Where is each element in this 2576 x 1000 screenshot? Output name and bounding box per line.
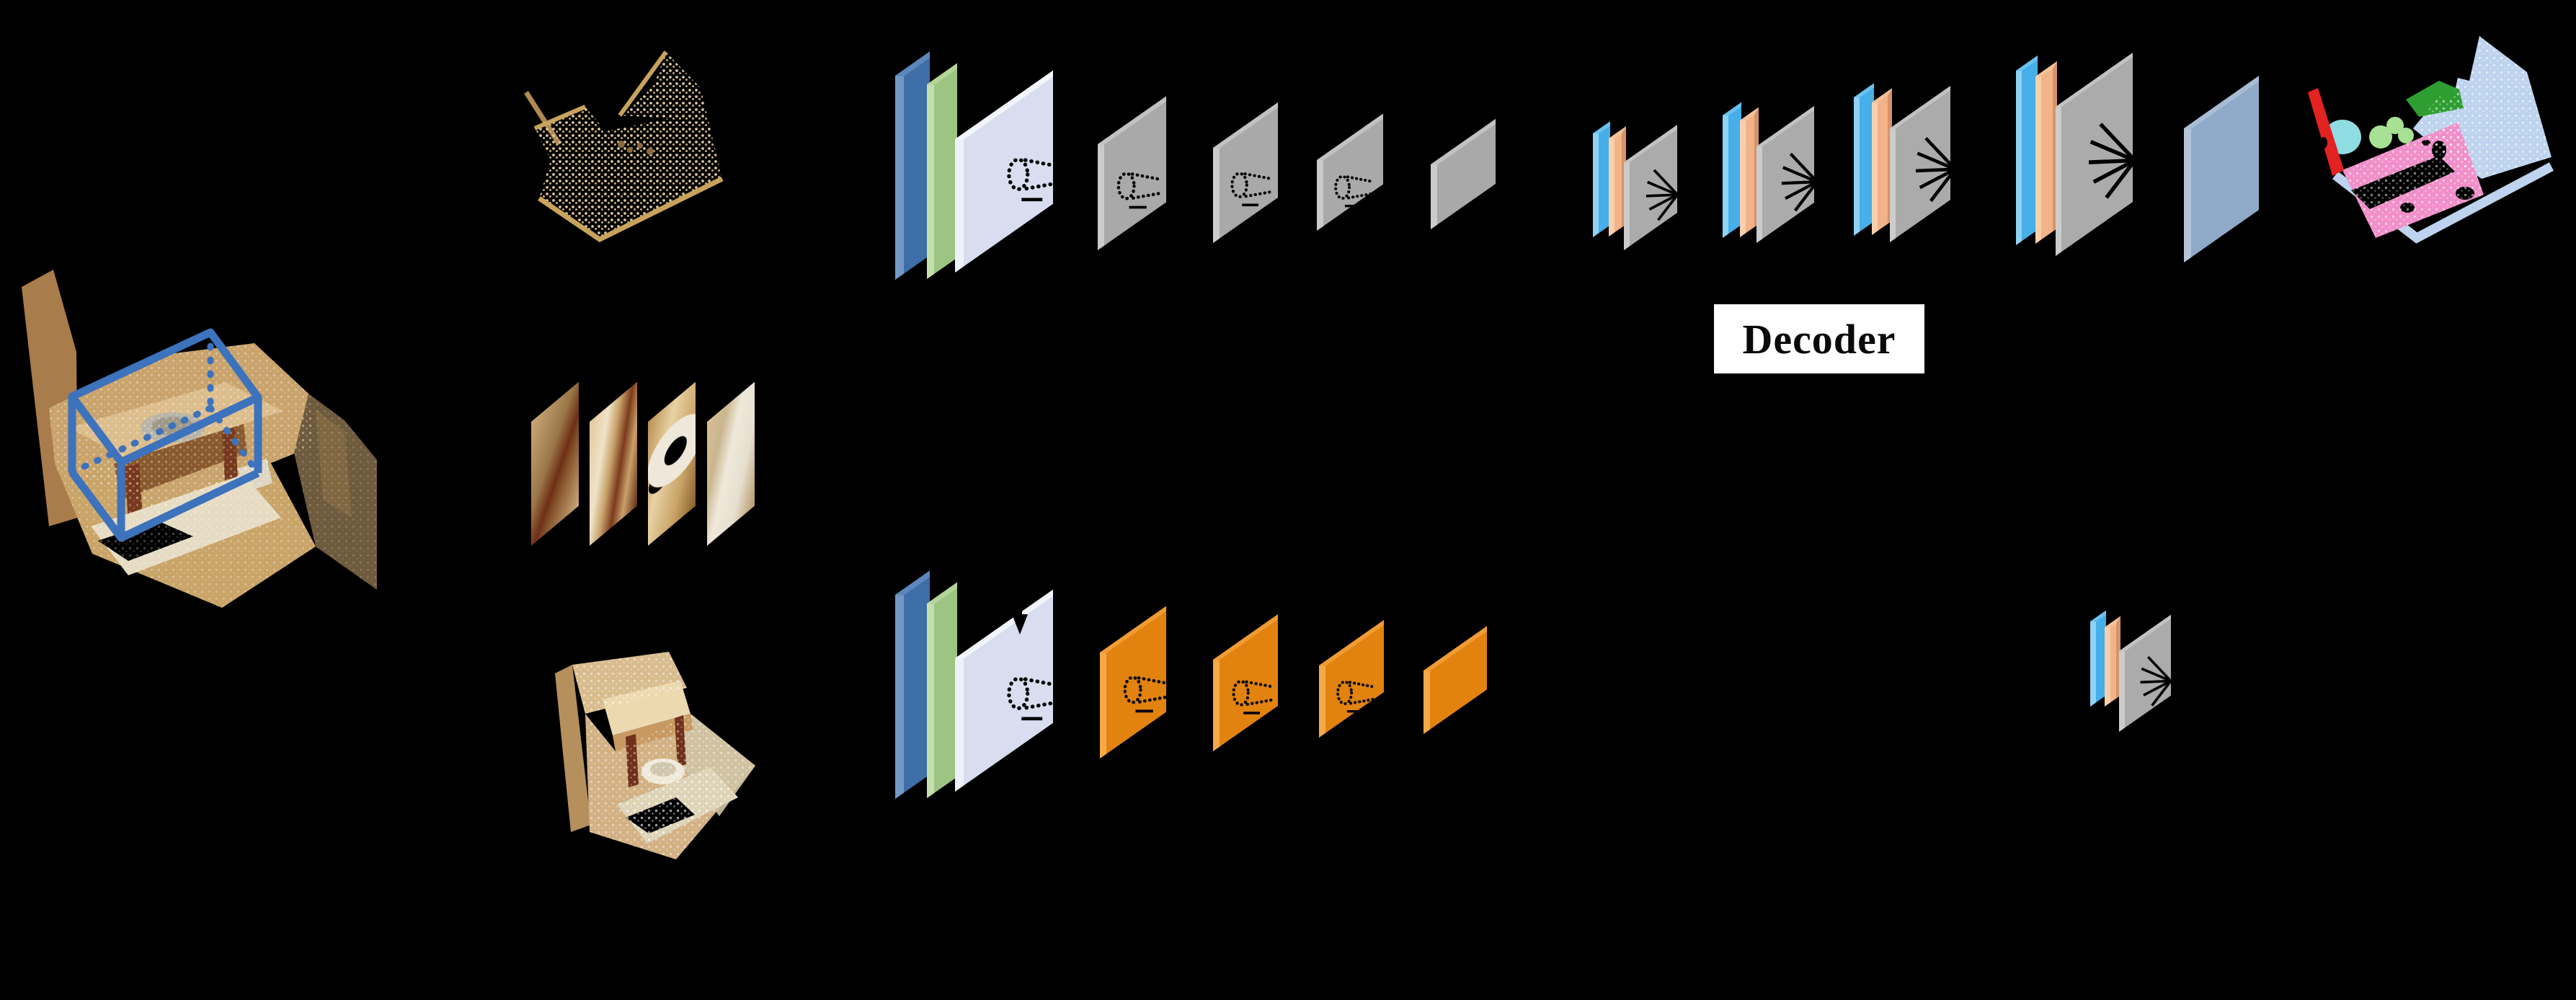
geometry-conv-plate-1 <box>1098 96 1166 250</box>
frustum-icon <box>1334 676 1374 714</box>
geometry-conv-plate-4 <box>1431 118 1496 229</box>
rgb-crop-1 <box>531 381 579 546</box>
geometry-point-cloud <box>524 50 724 243</box>
down-arrow-icon <box>1012 591 1028 634</box>
decoder3-slab-gray <box>1890 86 1950 243</box>
decoder-small-slab-blue <box>2090 610 2106 707</box>
decoder1-slab-gray <box>1624 125 1677 250</box>
decoder4-slab-gray <box>2056 53 2133 257</box>
decoder-small-slab-gray <box>2119 614 2174 732</box>
decoder-output-slab <box>2184 76 2259 263</box>
radiating-lines-icon <box>1781 152 1820 213</box>
decoder2-slab-blue <box>1723 102 1741 238</box>
frustum-icon <box>1332 170 1372 209</box>
segment-stick <box>2308 88 2344 176</box>
radiating-lines-icon <box>1916 135 1958 205</box>
decoder3-slab-blue <box>1854 83 1874 236</box>
decoder3-slab-peach <box>1872 88 1892 235</box>
decoder4-slab-blue <box>2016 55 2038 245</box>
color-conv-plate-1 <box>1100 606 1166 758</box>
color-conv-plate-2 <box>1213 614 1278 751</box>
geometry-input-slab-green <box>927 63 957 280</box>
decoder-small-slab-peach <box>2105 616 2120 707</box>
segment-plant-light <box>2369 125 2392 149</box>
color-input-slab-green <box>927 582 957 798</box>
geometry-input-slab-blue <box>895 51 930 280</box>
geometry-conv-plate-2 <box>1213 102 1278 243</box>
color-feature-slab <box>955 589 1053 792</box>
cloud-detail <box>618 141 654 155</box>
color-conv-plate-3 <box>1319 619 1384 738</box>
input-point-cloud-scene <box>22 270 377 608</box>
rgb-crop-4 <box>707 381 755 546</box>
geometry-conv-plate-3 <box>1317 113 1383 231</box>
rgb-crop-2 <box>590 381 637 546</box>
decoder4-slab-peach <box>2035 61 2057 244</box>
bounding-box-3d <box>68 328 262 542</box>
frustum-icon <box>1121 671 1167 715</box>
frustum-icon <box>1004 149 1059 206</box>
color-point-cloud <box>555 652 755 859</box>
decoder2-slab-gray <box>1756 105 1814 243</box>
radiating-lines-icon <box>1645 169 1680 222</box>
radiating-lines-icon <box>2089 115 2138 208</box>
color-conv-plate-4 <box>1424 626 1487 734</box>
frustum-icon <box>1004 668 1059 725</box>
frustum-icon <box>1228 167 1271 208</box>
decoder-label: Decoder <box>1714 304 1924 373</box>
geometry-feature-slab <box>955 70 1053 273</box>
rgb-crop-3 <box>648 381 696 546</box>
frustum-icon <box>1114 167 1160 211</box>
output-segmented-point-cloud <box>2308 36 2554 244</box>
decoder-label-text: Decoder <box>1742 315 1896 363</box>
radiating-lines-icon <box>2139 655 2174 707</box>
decoder1-slab-blue <box>1593 121 1610 237</box>
frustum-icon <box>1230 675 1273 717</box>
color-input-slab-blue <box>895 570 930 799</box>
